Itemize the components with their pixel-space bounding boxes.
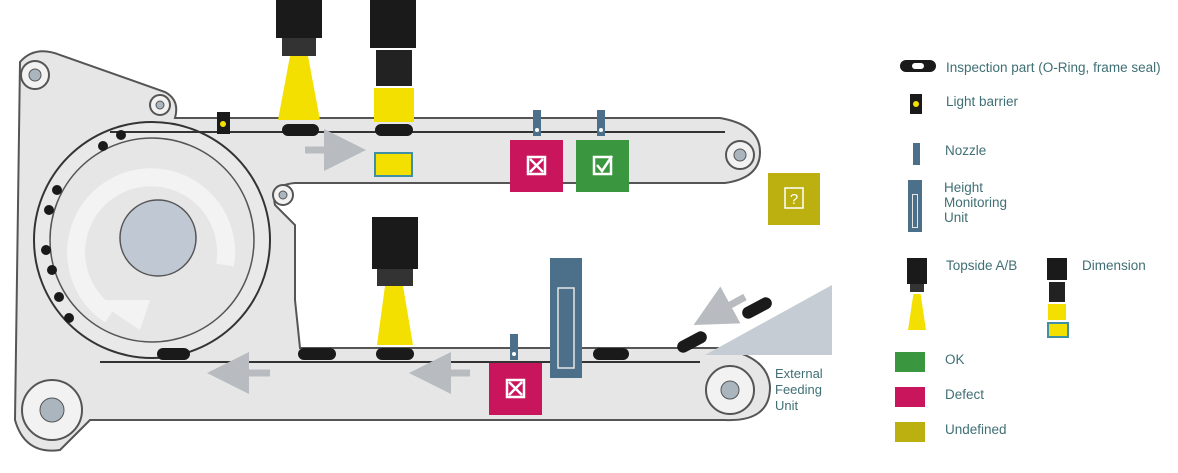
legend-dimension-label: Dimension	[1082, 258, 1146, 273]
roller-top-left	[20, 60, 50, 90]
undefined-symbol: ?	[790, 191, 798, 208]
roller-right-top	[725, 140, 755, 170]
defect-swatch	[895, 387, 925, 407]
legend-dimension: Dimension	[1046, 258, 1146, 350]
feeding-label-line2: Feeding	[775, 382, 822, 397]
undefined-swatch	[895, 422, 925, 442]
legend-undefined: Undefined	[895, 422, 1007, 442]
dimension-camera	[370, 0, 416, 177]
height-monitoring-legend-icon	[908, 180, 922, 232]
nozzle-legend-icon	[913, 143, 920, 165]
topside-camera-legend-icon	[906, 258, 928, 332]
legend-light-barrier: Light barrier	[910, 94, 1018, 114]
roller-top	[149, 94, 171, 116]
legend-inspection-part: Inspection part (O-Ring, frame seal)	[900, 60, 1161, 75]
dimension-camera-legend-icon	[1046, 258, 1069, 350]
legend-height-monitoring-label: Height Monitoring Unit	[944, 180, 1008, 225]
defect-box-top	[510, 140, 563, 192]
undefined-box: ?	[768, 173, 820, 225]
nozzle-3	[510, 334, 518, 360]
dimension-indicator	[374, 152, 413, 177]
rotation-arrow	[67, 168, 236, 323]
legend: Inspection part (O-Ring, frame seal) Lig…	[880, 0, 1178, 473]
legend-topside-label: Topside A/B	[946, 258, 1018, 273]
roller-middle	[272, 184, 294, 206]
topside-camera-2	[372, 217, 418, 345]
ok-swatch	[895, 352, 925, 372]
feeding-label-line1: External	[775, 366, 823, 381]
roller-bottom-left	[21, 379, 83, 441]
legend-ok: OK	[895, 352, 965, 372]
feeding-label-line3: Unit	[775, 398, 799, 413]
legend-light-barrier-label: Light barrier	[946, 94, 1019, 109]
legend-defect: Defect	[895, 387, 984, 407]
legend-inspection-part-label: Inspection part (O-Ring, frame seal)	[946, 60, 1161, 75]
legend-undefined-label: Undefined	[945, 422, 1007, 437]
legend-topside: Topside A/B	[906, 258, 1017, 332]
defect-box-bottom	[489, 363, 542, 415]
legend-ok-label: OK	[945, 352, 965, 367]
nozzle-1	[533, 110, 541, 136]
arrow-feed	[693, 286, 747, 326]
legend-height-monitoring: Height Monitoring Unit	[908, 180, 1007, 232]
legend-defect-label: Defect	[945, 387, 985, 402]
legend-nozzle-label: Nozzle	[945, 143, 987, 158]
topside-camera-1	[276, 0, 322, 120]
inspection-system-diagram: ? External Feeding Unit	[13, 0, 832, 452]
drum-hub	[119, 199, 197, 277]
roller-bottom-right	[705, 365, 755, 415]
inspection-parts	[41, 124, 772, 360]
external-feeding-ramp	[705, 285, 832, 355]
legend-nozzle: Nozzle	[913, 143, 986, 165]
height-monitoring-unit	[550, 258, 582, 378]
inspection-part-icon	[900, 60, 936, 72]
ok-box	[576, 140, 629, 192]
nozzle-2	[597, 110, 605, 136]
light-barrier-icon	[217, 112, 230, 134]
light-barrier-legend-icon	[910, 94, 922, 114]
